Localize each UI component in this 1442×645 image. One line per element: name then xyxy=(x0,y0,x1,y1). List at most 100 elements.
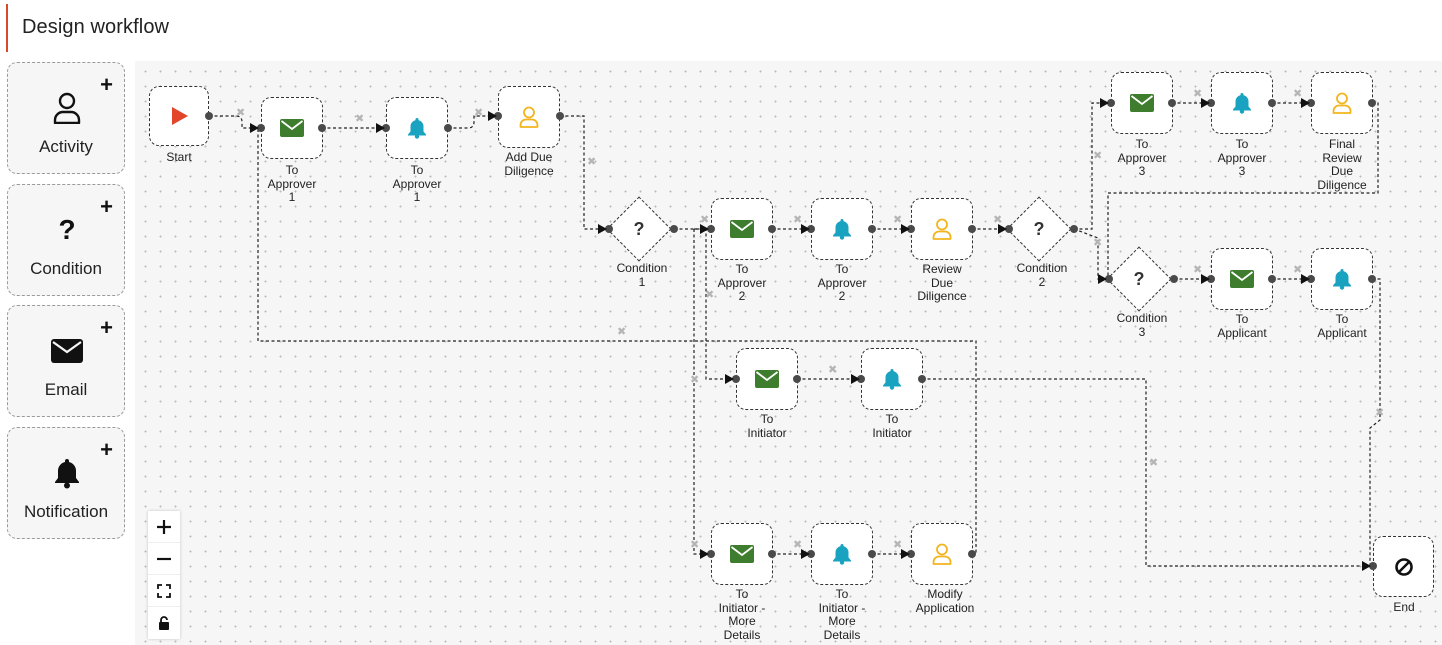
delete-edge-icon[interactable]: ✖ xyxy=(893,539,903,551)
output-port[interactable] xyxy=(793,375,801,383)
notification-node-approver-3[interactable] xyxy=(1211,72,1273,134)
input-port[interactable] xyxy=(807,225,815,233)
email-node-applicant[interactable] xyxy=(1211,248,1273,310)
activity-node-final-review[interactable] xyxy=(1311,72,1373,134)
input-port[interactable] xyxy=(382,124,390,132)
input-port[interactable] xyxy=(707,225,715,233)
delete-edge-icon[interactable]: ✖ xyxy=(1293,264,1303,276)
input-port[interactable] xyxy=(605,225,613,233)
notification-node-approver-1[interactable] xyxy=(386,97,448,159)
activity-node-review-due-diligence[interactable] xyxy=(911,198,973,260)
input-port[interactable] xyxy=(1369,562,1377,570)
output-port[interactable] xyxy=(1268,99,1276,107)
user-icon xyxy=(519,106,539,128)
notification-node-initiator-more-details[interactable] xyxy=(811,523,873,585)
email-node-initiator-more-details[interactable] xyxy=(711,523,773,585)
output-port[interactable] xyxy=(918,375,926,383)
input-port[interactable] xyxy=(707,550,715,558)
output-port[interactable] xyxy=(968,225,976,233)
input-port[interactable] xyxy=(1107,99,1115,107)
delete-edge-icon[interactable]: ✖ xyxy=(893,214,903,226)
delete-edge-icon[interactable]: ✖ xyxy=(793,214,803,226)
palette-email[interactable]: + Email xyxy=(7,305,125,417)
input-port[interactable] xyxy=(857,375,865,383)
zoom-in-button[interactable] xyxy=(148,511,180,543)
lock-button[interactable] xyxy=(148,607,180,639)
output-port[interactable] xyxy=(1368,99,1376,107)
delete-edge-icon[interactable]: ✖ xyxy=(1093,237,1103,249)
delete-edge-icon[interactable]: ✖ xyxy=(793,539,803,551)
input-port[interactable] xyxy=(732,375,740,383)
notification-node-applicant[interactable] xyxy=(1311,248,1373,310)
bell-icon xyxy=(833,544,851,565)
arrowhead-icon xyxy=(1301,98,1310,108)
output-port[interactable] xyxy=(1368,275,1376,283)
delete-edge-icon[interactable]: ✖ xyxy=(1293,88,1303,100)
input-port[interactable] xyxy=(1105,275,1113,283)
input-port[interactable] xyxy=(494,112,502,120)
output-port[interactable] xyxy=(205,112,213,120)
input-port[interactable] xyxy=(1005,225,1013,233)
fit-view-button[interactable] xyxy=(148,575,180,607)
delete-edge-icon[interactable]: ✖ xyxy=(474,107,484,119)
delete-edge-icon[interactable]: ✖ xyxy=(690,539,700,551)
input-port[interactable] xyxy=(1207,99,1215,107)
delete-edge-icon[interactable]: ✖ xyxy=(705,289,715,301)
bell-icon xyxy=(1333,269,1351,290)
email-node-approver-3[interactable] xyxy=(1111,72,1173,134)
input-port[interactable] xyxy=(807,550,815,558)
envelope-icon xyxy=(1230,270,1254,288)
output-port[interactable] xyxy=(868,550,876,558)
delete-edge-icon[interactable]: ✖ xyxy=(1193,88,1203,100)
delete-edge-icon[interactable]: ✖ xyxy=(587,156,597,168)
user-icon xyxy=(1332,92,1352,114)
delete-edge-icon[interactable]: ✖ xyxy=(690,374,700,386)
input-port[interactable] xyxy=(1207,275,1215,283)
output-port[interactable] xyxy=(444,124,452,132)
input-port[interactable] xyxy=(1307,275,1315,283)
output-port[interactable] xyxy=(1268,275,1276,283)
zoom-out-button[interactable] xyxy=(148,543,180,575)
palette-label: Email xyxy=(44,380,88,399)
output-port[interactable] xyxy=(318,124,326,132)
output-port[interactable] xyxy=(1070,225,1078,233)
delete-edge-icon[interactable]: ✖ xyxy=(1149,457,1159,469)
delete-edge-icon[interactable]: ✖ xyxy=(355,113,365,125)
input-port[interactable] xyxy=(1307,99,1315,107)
input-port[interactable] xyxy=(257,124,265,132)
delete-edge-icon[interactable]: ✖ xyxy=(236,107,246,119)
palette-activity[interactable]: + Activity xyxy=(7,62,125,174)
delete-edge-icon[interactable]: ✖ xyxy=(1093,150,1103,162)
email-node-approver-2[interactable] xyxy=(711,198,773,260)
activity-node-modify-application[interactable] xyxy=(911,523,973,585)
end-node[interactable] xyxy=(1373,536,1434,597)
delete-edge-icon[interactable]: ✖ xyxy=(1375,407,1385,419)
end-node-label: End xyxy=(1393,600,1415,614)
activity-node-add-due-diligence[interactable] xyxy=(498,86,560,148)
output-port[interactable] xyxy=(868,225,876,233)
delete-edge-icon[interactable]: ✖ xyxy=(700,214,710,226)
email-node-approver-1[interactable] xyxy=(261,97,323,159)
delete-edge-icon[interactable]: ✖ xyxy=(993,214,1003,226)
notification-node-initiator[interactable] xyxy=(861,348,923,410)
palette-notification[interactable]: + Notification xyxy=(7,427,125,539)
email-node-initiator[interactable] xyxy=(736,348,798,410)
plus-icon xyxy=(157,519,171,534)
palette-condition[interactable]: + ? Condition xyxy=(7,184,125,296)
notification-node-approver-2[interactable] xyxy=(811,198,873,260)
output-port[interactable] xyxy=(556,112,564,120)
input-port[interactable] xyxy=(907,225,915,233)
page-header: Design workflow xyxy=(0,0,1442,54)
node-label: To Approver 1 xyxy=(267,163,317,204)
output-port[interactable] xyxy=(670,225,678,233)
start-node[interactable] xyxy=(149,86,209,146)
output-port[interactable] xyxy=(768,225,776,233)
input-port[interactable] xyxy=(907,550,915,558)
output-port[interactable] xyxy=(1170,275,1178,283)
delete-edge-icon[interactable]: ✖ xyxy=(828,364,838,376)
delete-edge-icon[interactable]: ✖ xyxy=(1193,264,1203,276)
output-port[interactable] xyxy=(968,550,976,558)
output-port[interactable] xyxy=(768,550,776,558)
output-port[interactable] xyxy=(1168,99,1176,107)
delete-edge-icon[interactable]: ✖ xyxy=(617,326,627,338)
